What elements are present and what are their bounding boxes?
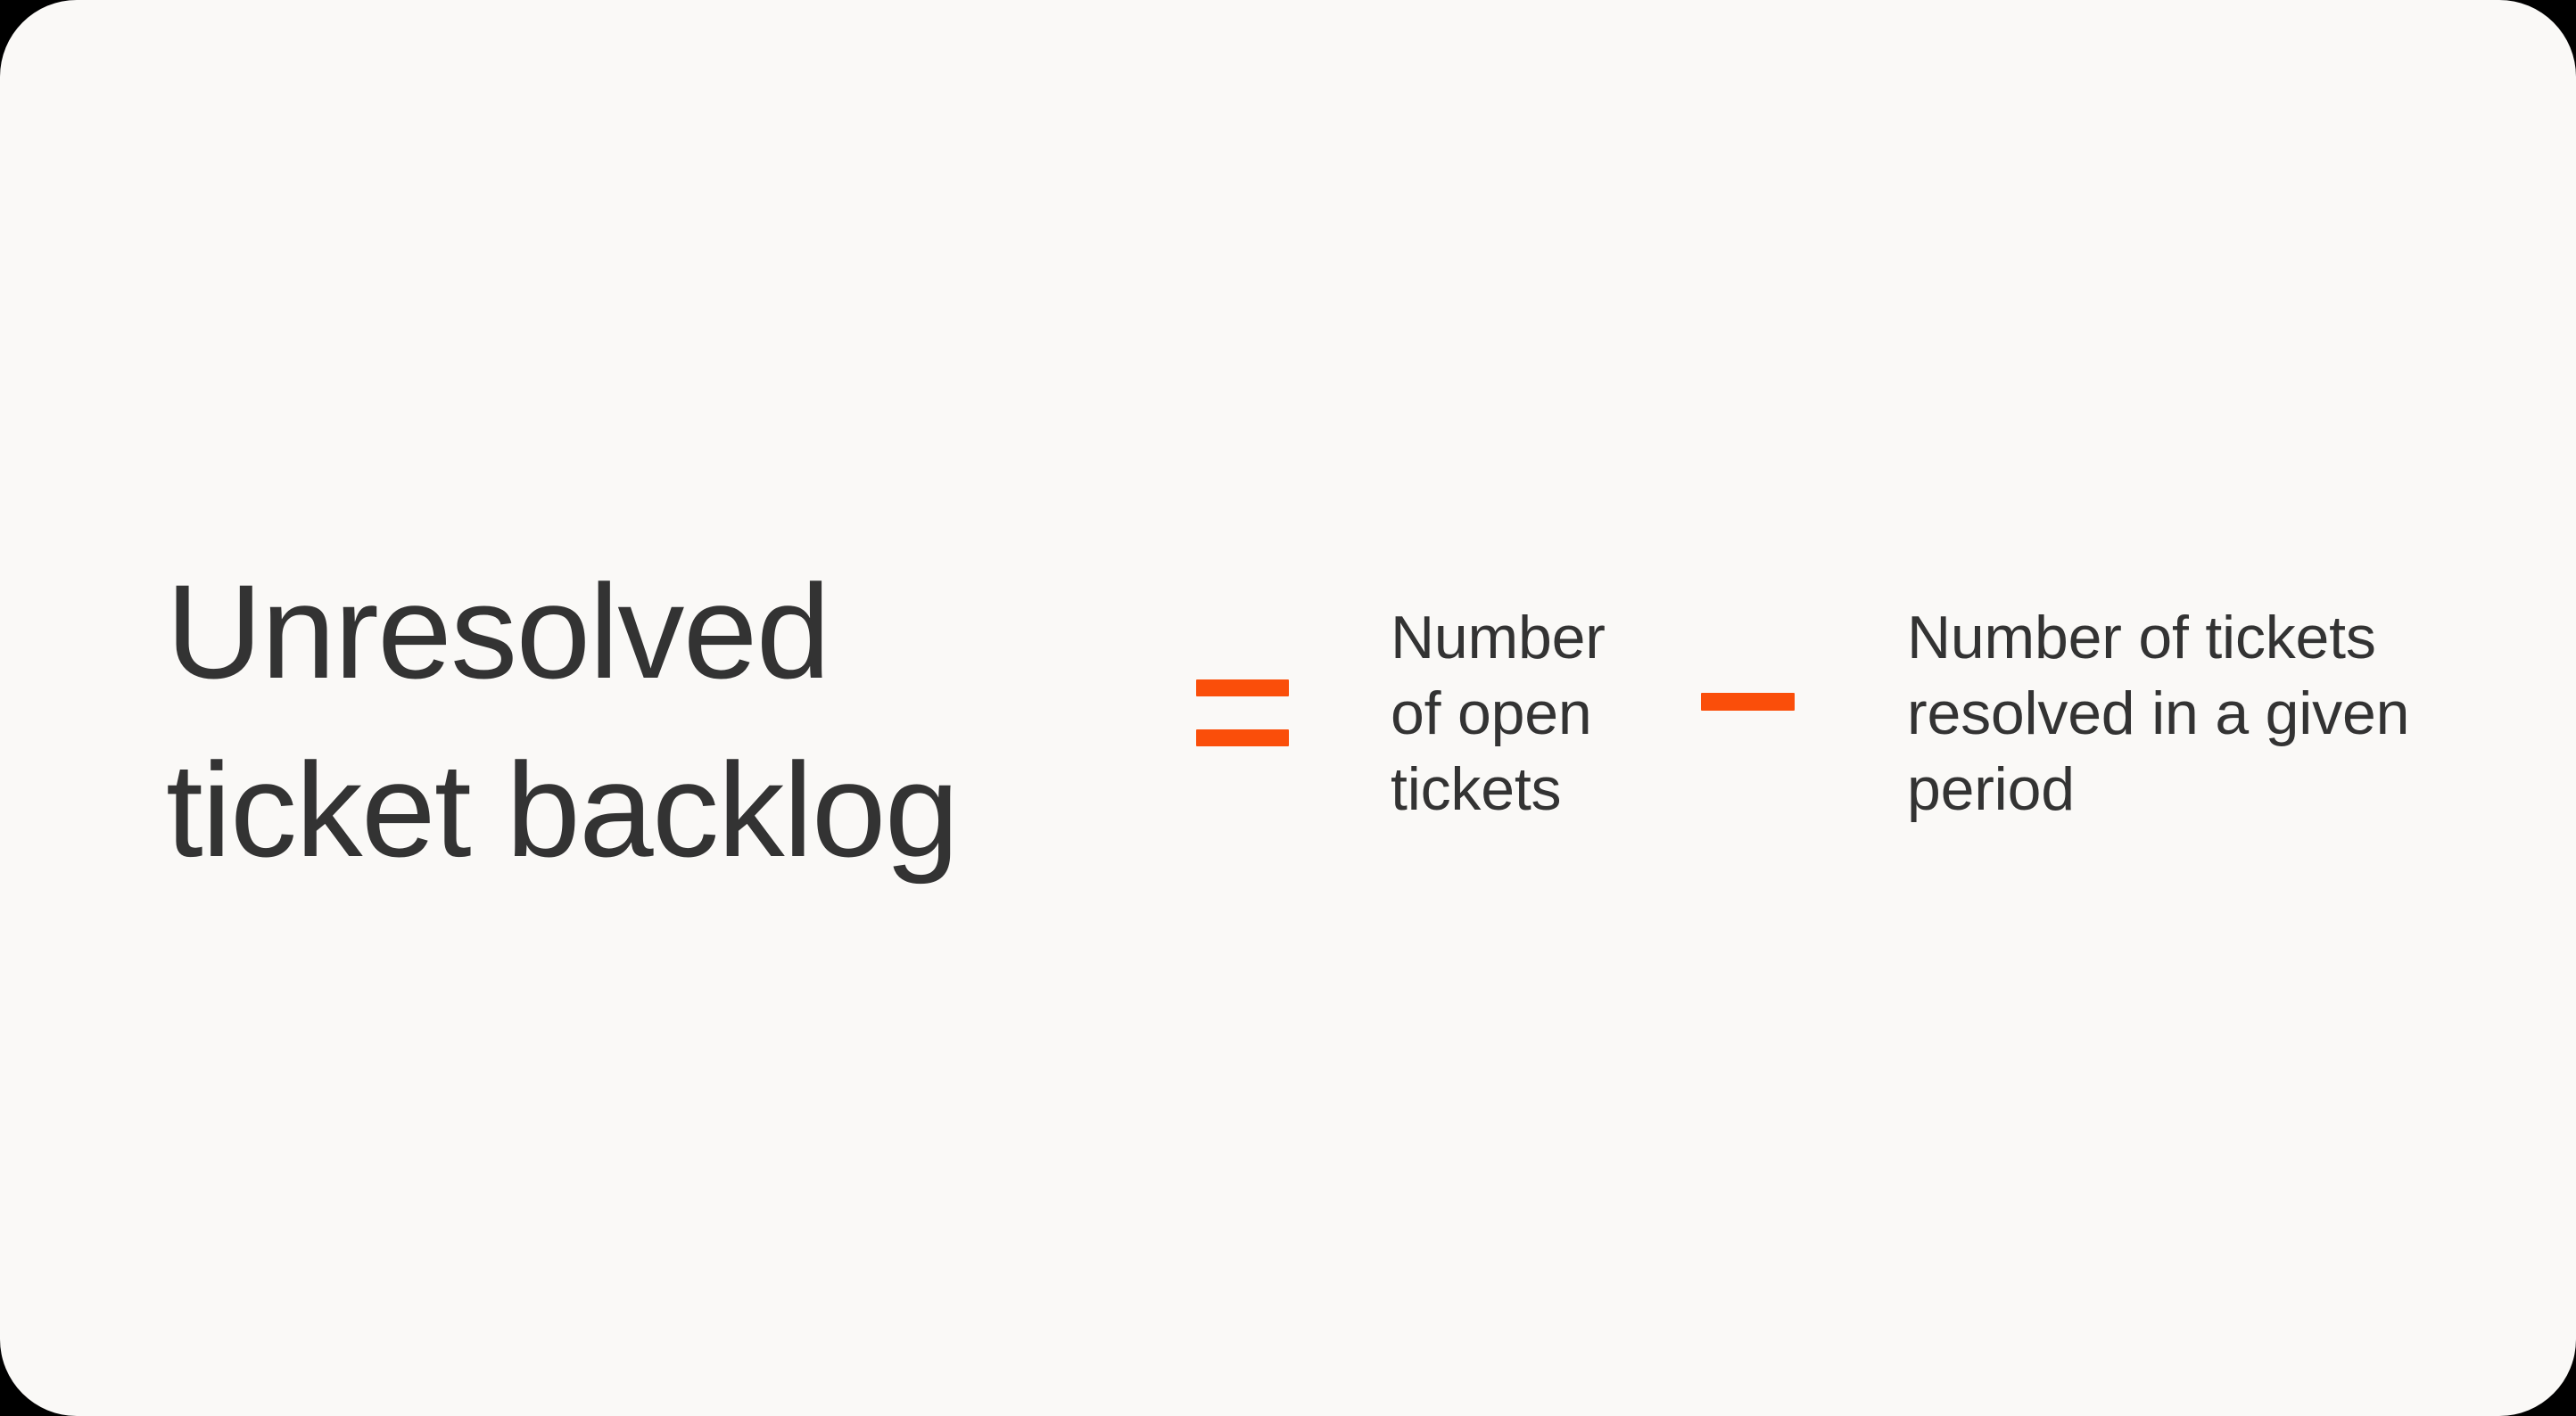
equals-bar-top [1196, 679, 1289, 696]
operand-resolved-tickets-label: Number of tickets resolved in a given pe… [1907, 604, 2410, 823]
metric-name-label: Unresolved ticket backlog [166, 556, 959, 885]
minus-operator-icon [1701, 693, 1795, 711]
operand-open-tickets-label: Number of open tickets [1391, 604, 1606, 823]
minus-bar [1701, 693, 1795, 711]
equals-operator-icon [1196, 679, 1289, 746]
equals-bar-bottom [1196, 729, 1289, 746]
